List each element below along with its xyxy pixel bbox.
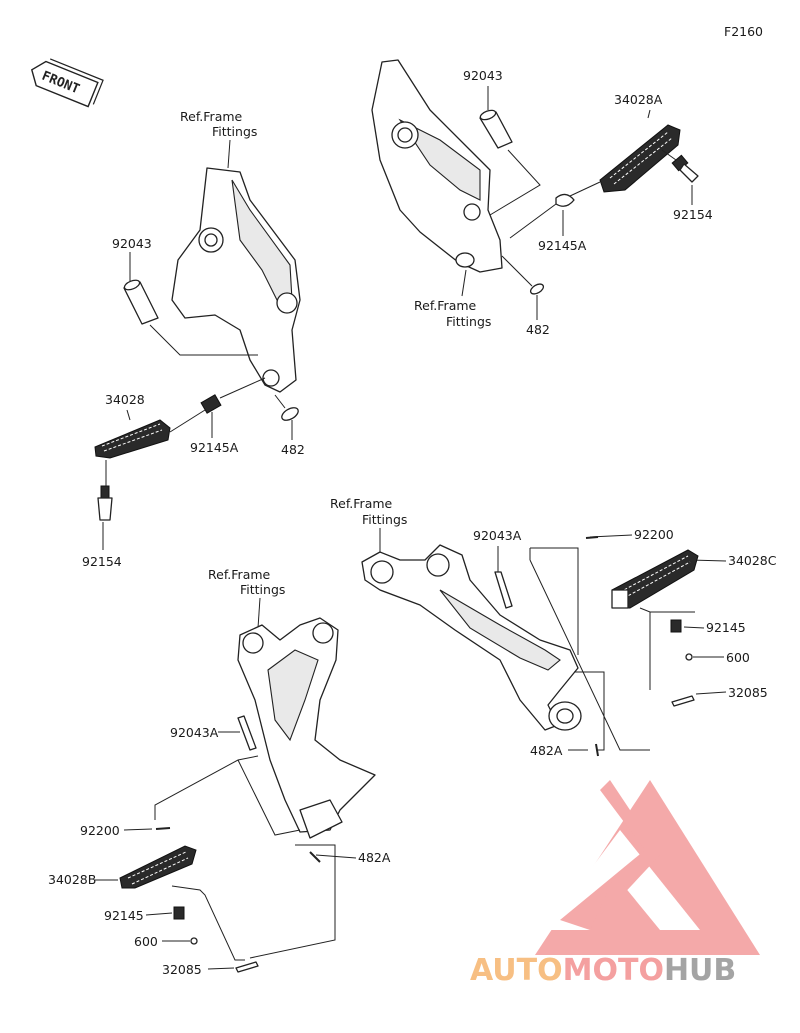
spring-92145A-left	[200, 394, 222, 414]
ball-600-right	[685, 653, 693, 661]
label-92200-right: 92200	[634, 527, 674, 542]
rear-right-footpeg-bracket	[361, 544, 579, 731]
fittings-label-3: Fittings	[362, 512, 407, 527]
label-92043A-left: 92043A	[170, 725, 219, 740]
automotohub-logo: AUTOMOTOHUB	[470, 780, 760, 988]
fittings-label-2: Fittings	[446, 314, 491, 329]
plate-32085-left	[235, 961, 259, 973]
circlip-482-left	[281, 407, 299, 421]
left-bracket-assembly: Ref.Frame Fittings 92043 92145A 482 3402…	[82, 109, 305, 569]
label-482-left: 482	[281, 442, 305, 457]
label-92200-left: 92200	[80, 823, 120, 838]
label-92043-right: 92043	[463, 68, 503, 83]
label-92145A-left: 92145A	[190, 440, 239, 455]
rear-right-bracket-assembly: Ref.Frame Fittings 92043A 92200 34028C 9	[330, 496, 777, 758]
label-34028B: 34028B	[48, 872, 96, 887]
fittings-label-4: Fittings	[240, 582, 285, 597]
ball-600-left	[190, 937, 198, 945]
spring-92145-left	[173, 906, 185, 920]
label-32085-right: 32085	[728, 685, 768, 700]
label-92145-right: 92145	[706, 620, 746, 635]
ref-frame-label-4: Ref.Frame	[208, 567, 271, 582]
label-32085-left: 32085	[162, 962, 202, 977]
fittings-label-1: Fittings	[212, 124, 257, 139]
label-92043A-right: 92043A	[473, 528, 522, 543]
diagram-code: F2160	[724, 24, 763, 39]
logo-stripe	[560, 780, 660, 930]
footpeg-34028C	[611, 549, 699, 609]
footpeg-34028B	[119, 845, 197, 889]
ref-frame-label-3: Ref.Frame	[330, 496, 393, 511]
circlip-482-right	[529, 283, 545, 295]
footpeg-34028	[94, 419, 171, 459]
ref-frame-label-1: Ref.Frame	[180, 109, 243, 124]
label-92043-left: 92043	[112, 236, 152, 251]
left-footpeg-bracket	[171, 167, 301, 393]
pin-92043A-left	[237, 715, 257, 751]
label-34028A: 34028A	[614, 92, 663, 107]
label-482-right: 482	[526, 322, 550, 337]
label-600-right: 600	[726, 650, 750, 665]
bolt-92154-right	[671, 154, 699, 183]
spring-92145-right	[670, 619, 682, 633]
plate-32085-right	[671, 695, 695, 707]
logo-text-auto: AUTOMOTOHUB	[470, 953, 736, 988]
logo-small-triangle	[590, 875, 660, 930]
label-482A-left: 482A	[358, 850, 391, 865]
label-600-left: 600	[134, 934, 158, 949]
footpeg-34028A	[599, 124, 681, 193]
label-34028C: 34028C	[728, 553, 777, 568]
label-92154-left: 92154	[82, 554, 122, 569]
label-92145A-right: 92145A	[538, 238, 587, 253]
rear-left-bracket-assembly: Ref.Frame Fittings 92043A 92200 34028B 4…	[48, 567, 391, 977]
front-arrow-icon: FRONT	[30, 58, 104, 108]
label-92145-left: 92145	[104, 908, 144, 923]
spring-92145A-right	[555, 193, 575, 207]
ref-frame-label-2: Ref.Frame	[414, 298, 477, 313]
label-482A-right: 482A	[530, 743, 563, 758]
label-34028: 34028	[105, 392, 145, 407]
bolt-92154-left	[97, 485, 113, 521]
label-92154-right: 92154	[673, 207, 713, 222]
pin-92043A-right	[494, 571, 513, 609]
right-bracket-assembly: 92043 34028A 92145A 92154 482 Ref.Frame	[371, 59, 713, 337]
